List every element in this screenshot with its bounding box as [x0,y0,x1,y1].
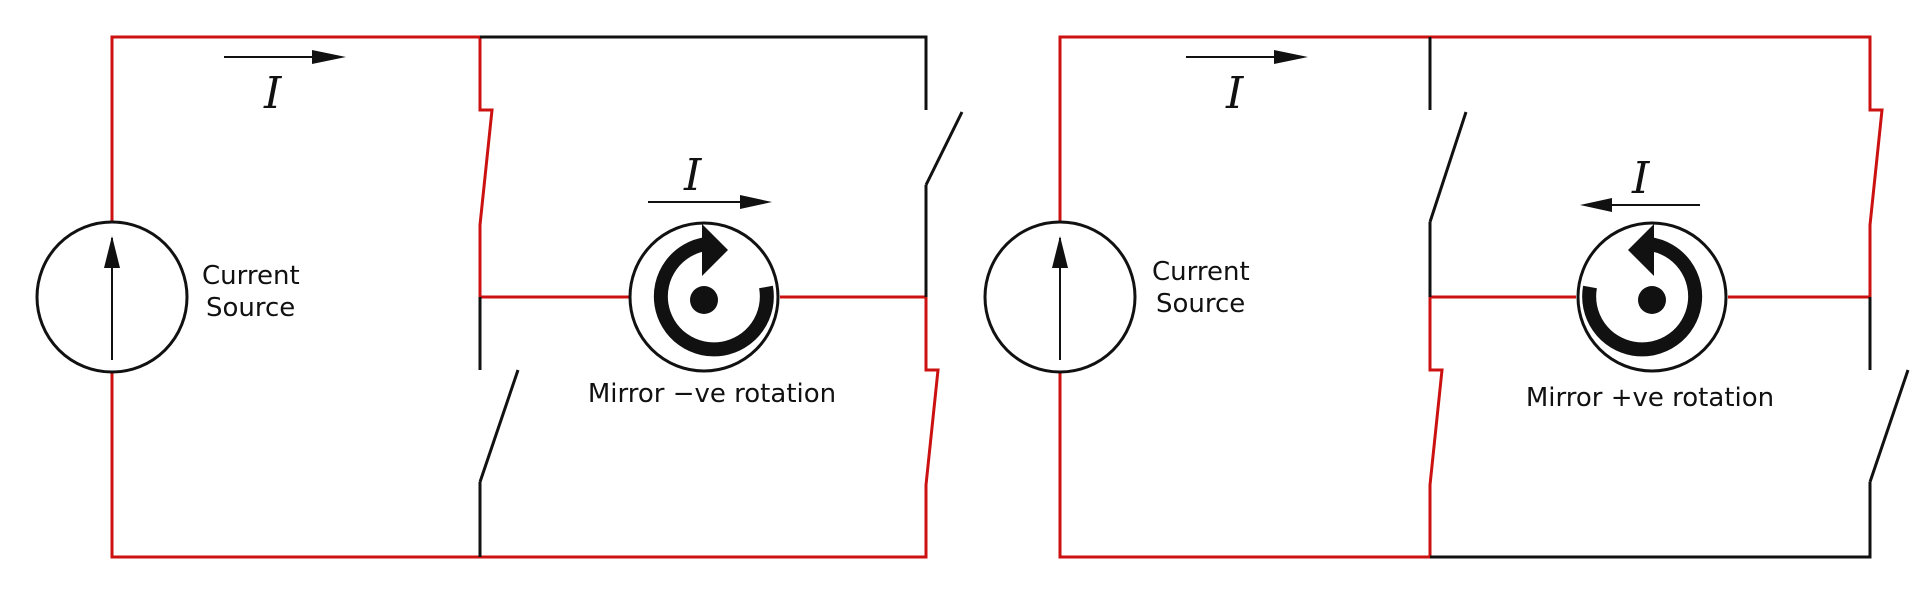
mirror-current-arrowhead-icon [740,195,772,209]
mirror-negative [628,221,780,373]
rotation-counterclockwise-arrowhead-icon [1628,224,1654,276]
rotation-arc-icon [653,237,774,357]
source-arrowhead-icon [104,236,120,268]
rotation-arc-icon [1582,237,1703,357]
mirror-current-arrowhead-icon [1580,198,1612,212]
active-current-path-return [110,295,940,559]
top-current-arrowhead-icon [312,50,346,64]
switch-bottom-right [1868,369,1910,483]
switch-top-right [924,111,964,186]
rotation-clockwise-arrowhead-icon [702,224,728,276]
source-label-line1: Current [1152,257,1250,287]
active-current-path-return [1058,295,1576,559]
mirror-rotation-label: Mirror +ve rotation [1526,383,1774,413]
active-current-path [110,35,630,299]
source-arrowhead-icon [1052,236,1068,268]
mirror-center-dot-icon [690,286,718,314]
source-label-line2: Source [1156,289,1245,319]
source-label-line2: Source [206,293,295,323]
current-source [35,220,189,374]
top-current-arrowhead-icon [1274,50,1308,64]
top-current-symbol: I [263,68,283,119]
mirror-center-dot-icon [1638,286,1666,314]
mirror-current-symbol: I [683,150,703,201]
mirror-current-symbol: I [1631,153,1651,204]
switch-bottom-left [478,369,520,483]
inactive-top-right-wire [480,35,928,110]
top-current-symbol: I [1225,68,1245,119]
current-source [983,220,1137,374]
circuit-positive-rotation: Current Source I I Mirror +ve rotation [983,35,1910,559]
mirror-rotation-label: Mirror −ve rotation [588,379,836,409]
active-current-path [1058,35,1884,299]
inactive-bottom-right-wire [1430,482,1872,559]
source-label-line1: Current [202,261,300,291]
circuit-negative-rotation: Current Source I I Mirror −ve rotation [35,35,964,559]
switch-top-left [1428,111,1468,223]
mirror-positive [1576,221,1728,373]
